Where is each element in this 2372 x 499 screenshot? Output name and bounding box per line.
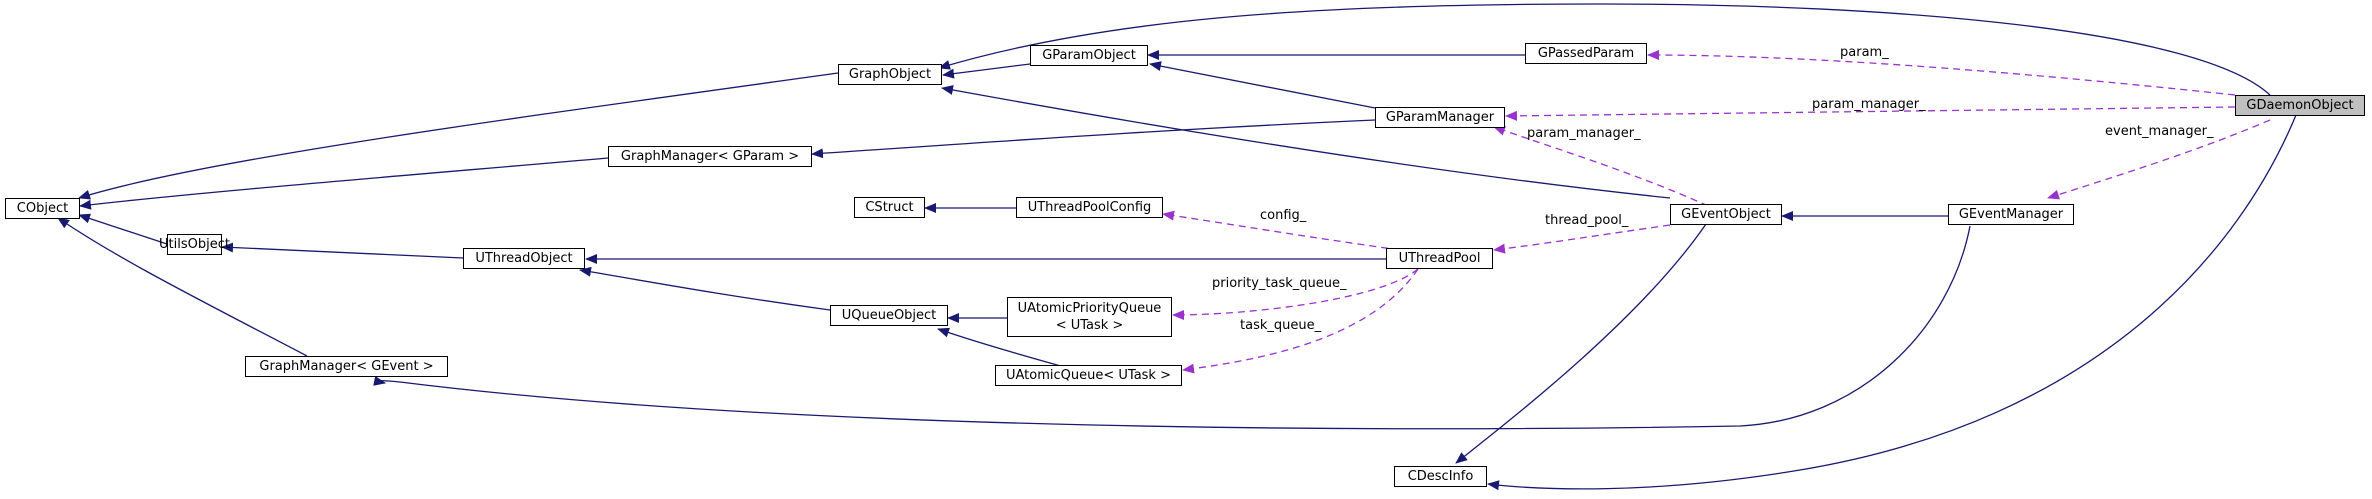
edge-geventobject-gparammanager: [1493, 125, 1709, 207]
edge-label-event-manager: event_manager_: [2105, 124, 2214, 139]
edge-label-thread-pool: thread_pool_: [1545, 213, 1629, 228]
edge-gparamobject-graphobject: [942, 63, 1031, 79]
node-gparamobject-label: GParamObject: [1042, 48, 1136, 63]
node-uatomicpriorityqueue-label-2: < UTask >: [1055, 318, 1124, 333]
node-cstruct[interactable]: CStruct: [854, 197, 925, 218]
node-utilsobject-label: UtilsObject: [159, 237, 230, 252]
edge-gdaemonobject-gpassedparam: [1647, 50, 2236, 96]
node-uatomicqueue-label: UAtomicQueue< UTask >: [1006, 368, 1171, 383]
node-uqueueobject-label: UQueueObject: [841, 308, 937, 323]
node-geventobject[interactable]: GEventObject: [1670, 204, 1782, 225]
edge-label-task-queue: task_queue_: [1240, 318, 1322, 333]
edge-geventobject-graphobject: [941, 85, 1671, 199]
edge-uatomicqueue-uqueueobject: [937, 327, 1069, 369]
node-uqueueobject[interactable]: UQueueObject: [830, 305, 948, 326]
edge-gparammanager-gparamobject: [1149, 61, 1376, 109]
node-graphmanager-gevent[interactable]: GraphManager< GEvent >: [245, 356, 448, 377]
node-gpassedparam[interactable]: GPassedParam: [1525, 43, 1647, 64]
edge-uthreadpool-uthreadpoolconfig: [1162, 210, 1401, 251]
node-cstruct-label: CStruct: [865, 200, 914, 215]
edge-geventobject-cdescinfo: [1455, 223, 1707, 464]
node-graphmanager-gevent-label: GraphManager< GEvent >: [259, 359, 434, 374]
edge-label-priority-task-queue: priority_task_queue_: [1212, 276, 1347, 291]
node-geventmanager-label: GEventManager: [1958, 207, 2064, 222]
node-graphobject[interactable]: GraphObject: [838, 64, 942, 85]
edge-gdaemonobject-gparammanager: [1505, 106, 2236, 121]
node-graphobject-label: GraphObject: [848, 67, 932, 82]
node-geventobject-label: GEventObject: [1681, 207, 1771, 222]
node-geventmanager[interactable]: GEventManager: [1948, 204, 2074, 225]
node-uthreadpool-label: UThreadPool: [1398, 251, 1481, 266]
edge-gparammanager-graphmanager: [811, 119, 1376, 159]
node-cobject-label: CObject: [16, 201, 69, 216]
node-uthreadpool[interactable]: UThreadPool: [1386, 248, 1493, 269]
edge-gdaemonobject-geventmanager: [2047, 119, 2271, 200]
node-uthreadobject[interactable]: UThreadObject: [463, 248, 585, 269]
edge-uthreadpool-uatomicpriority: [1172, 268, 1419, 320]
node-gpassedparam-label: GPassedParam: [1537, 46, 1635, 61]
edge-graphobject-cobject: [78, 72, 839, 200]
edge-graphmanager-gevent-cobject: [57, 217, 308, 357]
edge-utilsobject-cobject: [78, 213, 168, 245]
edge-label-param-manager-daemon: param_manager_: [1812, 97, 1926, 112]
node-gparamobject[interactable]: GParamObject: [1030, 45, 1148, 66]
edge-graphmanager-gparam-cobject: [79, 157, 609, 210]
edge-geventobject-uthreadpool: [1493, 224, 1671, 254]
node-gdaemonobject-label: GDaemonObject: [2246, 98, 2354, 113]
edge-geventmanager-graphmanager-gevent: [373, 225, 1971, 430]
edge-gdaemonobject-cdescinfo: [1487, 114, 2297, 491]
node-gparammanager-label: GParamManager: [1385, 110, 1495, 125]
node-uatomicpriorityqueue-label-1: UAtomicPriorityQueue: [1017, 301, 1162, 316]
edge-label-param-manager-event: param_manager_: [1527, 126, 1641, 141]
node-uthreadpoolconfig-label: UThreadPoolConfig: [1027, 200, 1152, 215]
node-graphmanager-gparam-label: GraphManager< GParam >: [620, 149, 800, 164]
node-gparammanager[interactable]: GParamManager: [1375, 107, 1505, 128]
edge-label-param: param_: [1840, 45, 1889, 60]
node-cobject[interactable]: CObject: [5, 198, 80, 219]
node-graphmanager-gparam[interactable]: GraphManager< GParam >: [608, 146, 812, 167]
node-uthreadpoolconfig[interactable]: UThreadPoolConfig: [1016, 197, 1163, 218]
edge-uthreadpool-uatomicqueue: [1182, 268, 1419, 374]
edge-uthreadobject-utilsobject: [221, 242, 464, 259]
node-uthreadobject-label: UThreadObject: [475, 251, 573, 266]
node-cdescinfo[interactable]: CDescInfo: [1394, 466, 1487, 487]
edge-label-config: config_: [1260, 208, 1307, 223]
edge-uqueueobject-uthreadobject: [579, 266, 831, 311]
node-utilsobject[interactable]: UtilsObject: [159, 234, 230, 255]
node-cdescinfo-label: CDescInfo: [1407, 469, 1474, 484]
node-uatomicqueue[interactable]: UAtomicQueue< UTask >: [995, 365, 1182, 386]
edge-gdaemonobject-graphobject: [938, 3, 2271, 96]
node-uatomicpriorityqueue[interactable]: UAtomicPriorityQueue < UTask >: [1007, 297, 1172, 337]
node-gdaemonobject: GDaemonObject: [2235, 95, 2365, 116]
